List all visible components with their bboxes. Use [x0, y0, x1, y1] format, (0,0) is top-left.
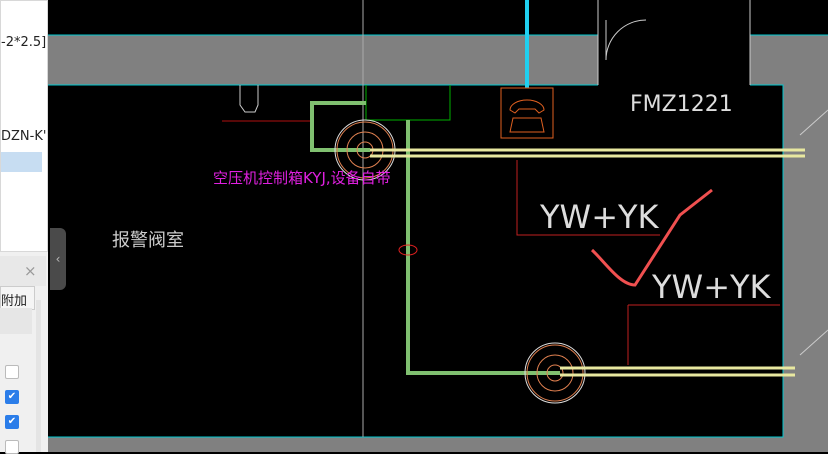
chevron-left-icon: ‹ [55, 252, 61, 266]
checkbox[interactable]: ✔ [5, 415, 19, 429]
checkbox[interactable] [5, 365, 19, 379]
collapse-panel-button[interactable]: ‹ [50, 228, 66, 290]
attach-label: 附加 [1, 294, 28, 309]
close-icon[interactable]: × [24, 262, 37, 280]
left-panel: -2*2.5] DZN-K' × 附加 ✔ ✔ [0, 0, 48, 454]
wall [750, 35, 828, 85]
property-text: -2*2.5] [1, 35, 47, 50]
wall [783, 85, 828, 452]
sub-panel-header: × [0, 256, 46, 286]
phone-icon [500, 87, 554, 139]
cad-canvas[interactable]: FMZ1221 报警阀室 空压机控制箱KYJ,设备自带 YW+YK YW+YK [48, 0, 828, 452]
check-mark [590, 188, 713, 287]
wall [48, 35, 598, 85]
detector-icon [334, 119, 586, 404]
cable-label: YW+YK [651, 268, 772, 306]
property-text: DZN-K' [1, 129, 47, 144]
door [597, 0, 751, 85]
annotation-label: 空压机控制箱KYJ,设备自带 [213, 169, 391, 187]
room-label: 报警阀室 [112, 230, 184, 251]
scrollbar[interactable] [36, 300, 41, 452]
cable-label: YW+YK [539, 198, 660, 236]
list-header [0, 308, 32, 334]
selected-row[interactable] [1, 152, 42, 172]
cable [370, 148, 805, 377]
attach-button[interactable]: 附加 [0, 286, 35, 310]
wall [48, 437, 783, 452]
pipe [310, 101, 560, 375]
checkbox[interactable]: ✔ [5, 390, 19, 404]
properties-box: -2*2.5] DZN-K' [0, 0, 48, 252]
door-label: FMZ1221 [630, 92, 733, 117]
